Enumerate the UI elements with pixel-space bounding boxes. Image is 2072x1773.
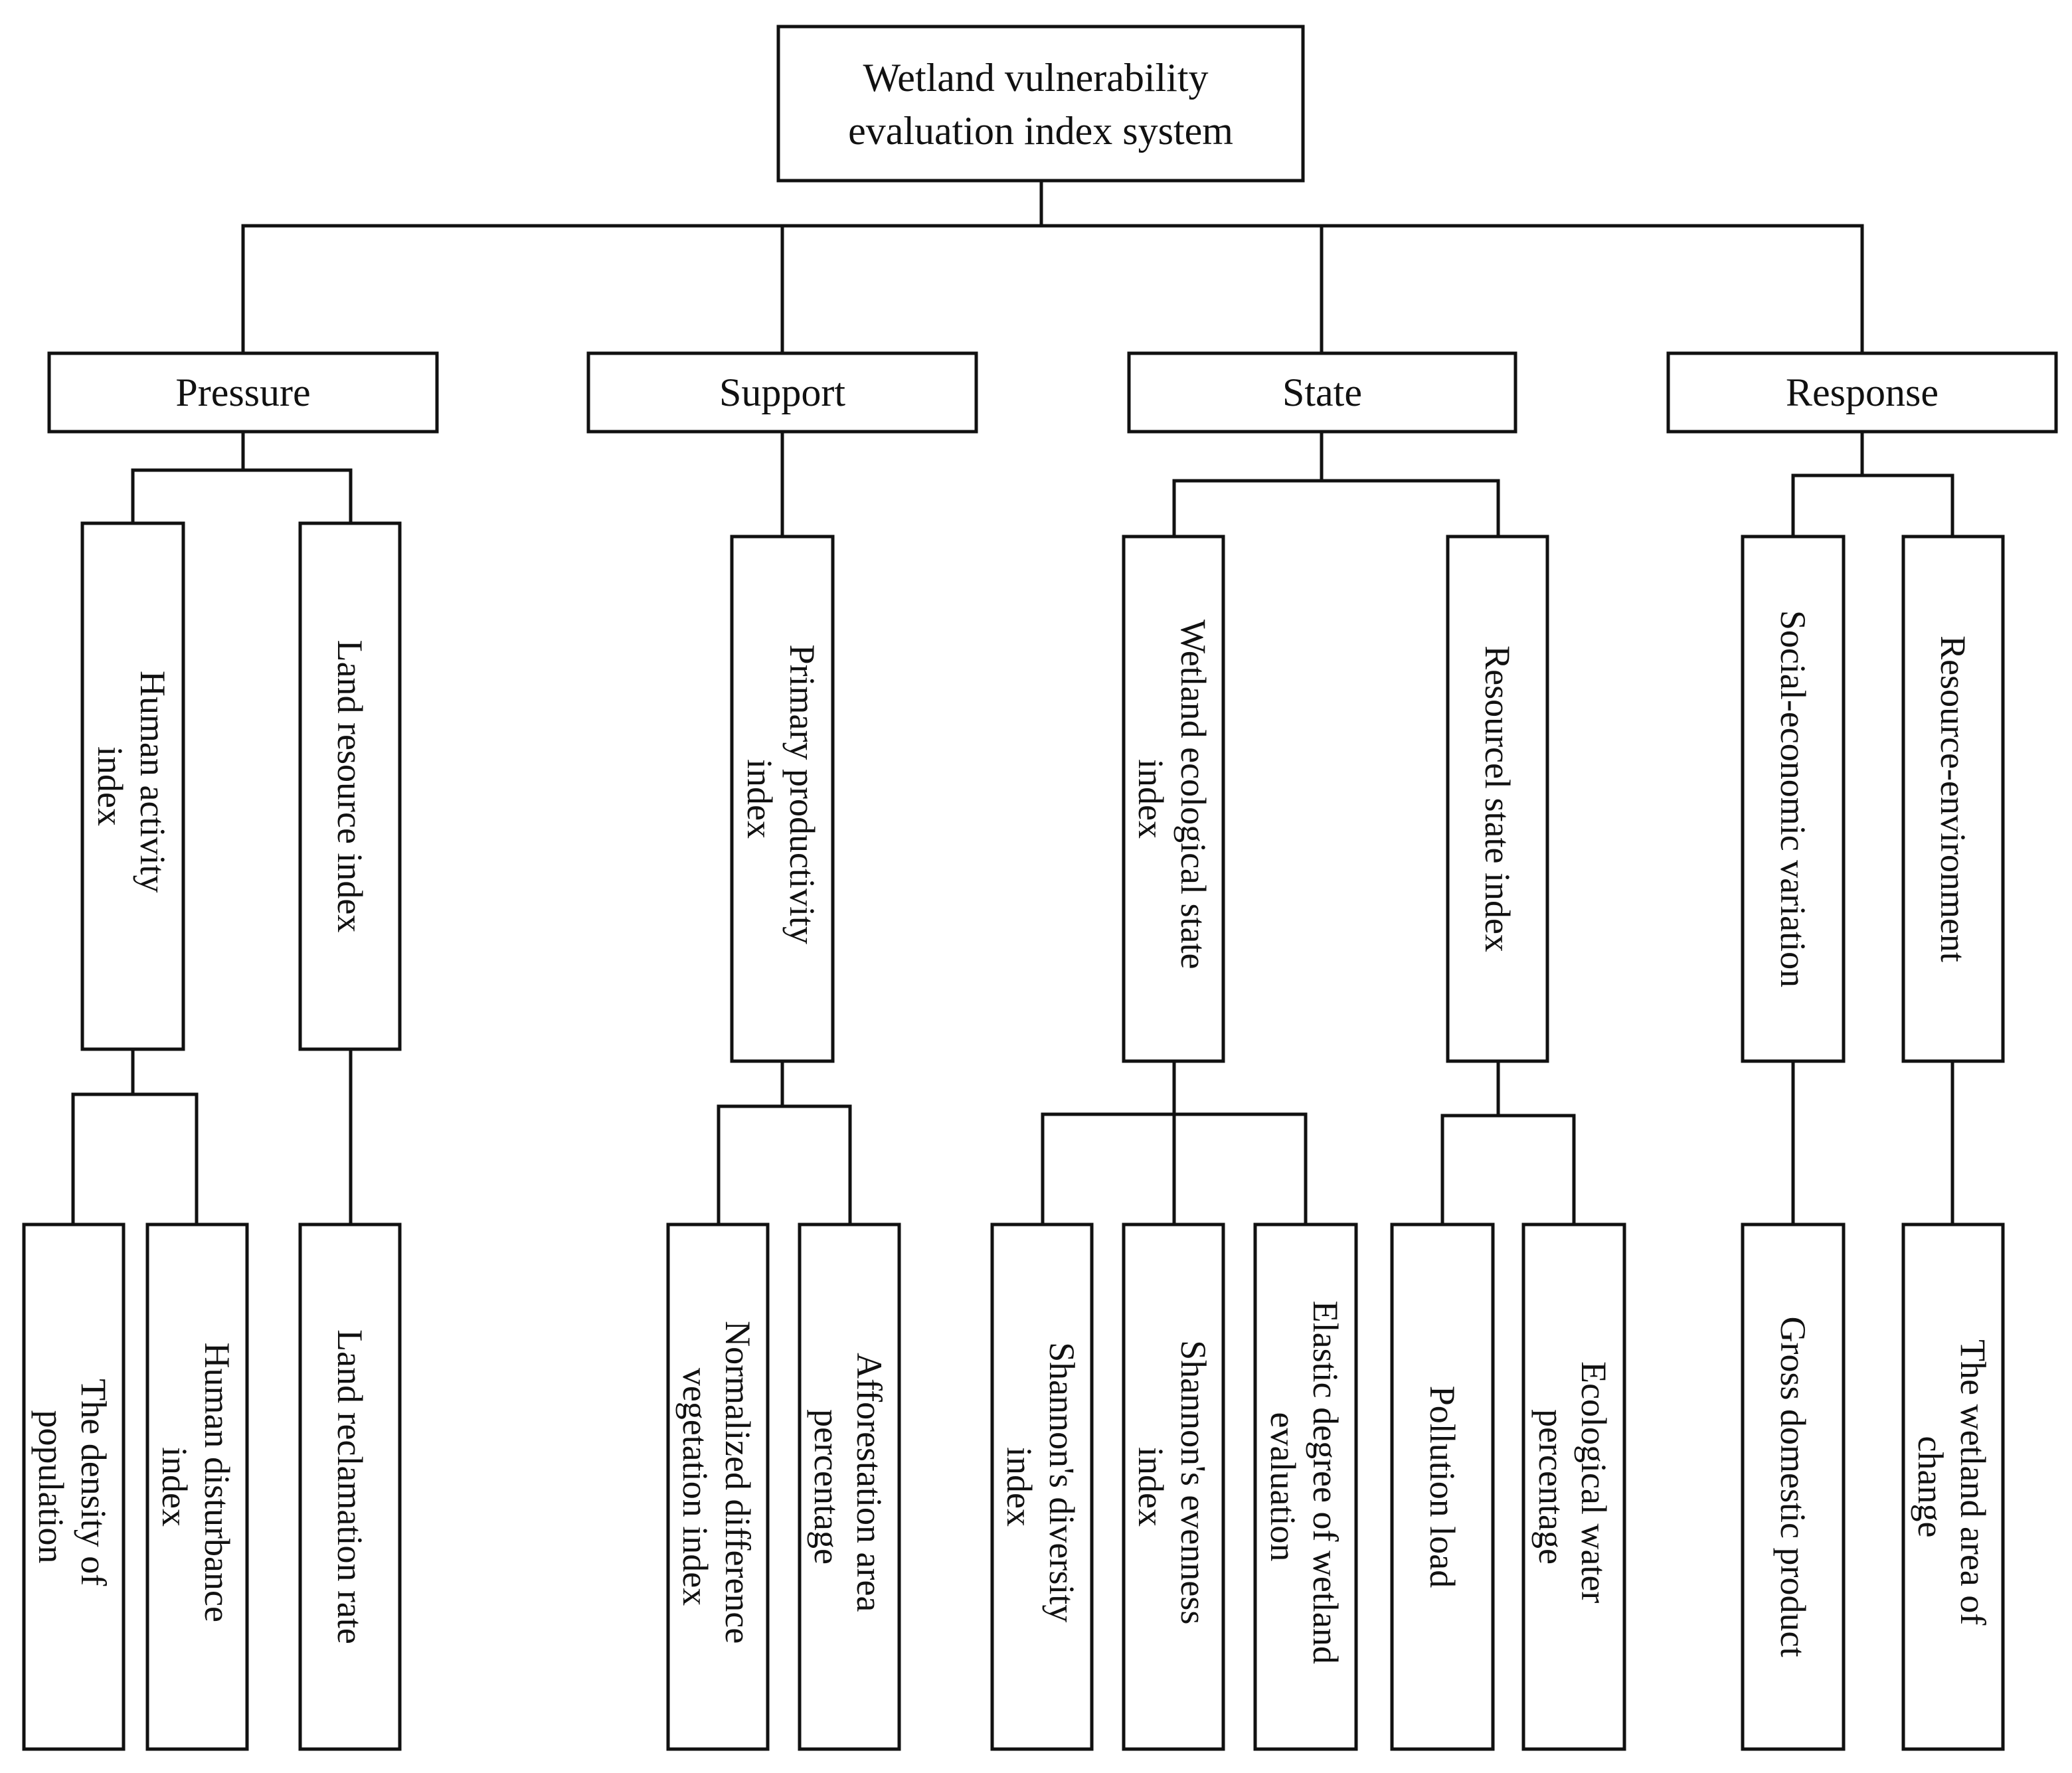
category-response-label: Response (1786, 371, 1939, 414)
indicator-ecological-water-line-1: Ecological water (1574, 1361, 1614, 1603)
indicator-wetland-area-change-label: The wetland area of change (1911, 1339, 1993, 1634)
index-resource-environment-line-1: Resource-environment (1933, 635, 1973, 962)
index-primary-productivity-line-2: index (740, 759, 780, 839)
index-primary-productivity-line-1: Primary productivity (782, 645, 822, 944)
indicator-elastic-degree: Elastic degree of wetland evaluation (1253, 1223, 1358, 1751)
connector-wetland-ecological (1041, 1059, 1308, 1226)
indicator-land-reclamation-rate-label: Land reclamation rate (330, 1329, 370, 1644)
category-support-label: Support (719, 371, 845, 414)
indicator-shannon-evenness-line-2: index (1131, 1447, 1171, 1527)
indicator-land-reclamation-rate-line-1: Land reclamation rate (330, 1329, 370, 1644)
indicator-ecological-water-label: Ecological water percentage (1531, 1361, 1614, 1612)
indicator-afforestation-area-label: Afforestation area percentage (807, 1353, 889, 1621)
indicator-pollution-load-label: Pollution load (1423, 1386, 1462, 1588)
category-pressure-label: Pressure (175, 371, 310, 414)
index-wetland-ecological-state: Wetland ecological state index (1122, 535, 1225, 1063)
index-resourcel-state-line-1: Resourcel state index (1478, 645, 1517, 952)
index-wetland-ecological-state-line-1: Wetland ecological state (1173, 620, 1213, 969)
indicator-pollution-load-line-1: Pollution load (1423, 1386, 1462, 1588)
category-state: State (1127, 351, 1517, 434)
indicator-shannon-evenness: Shannon's evenness index (1122, 1223, 1225, 1751)
indicator-pollution-load: Pollution load (1390, 1223, 1495, 1751)
index-resourcel-state: Resourcel state index (1446, 535, 1549, 1063)
indicator-gross-domestic-product-line-1: Gross domestic product (1773, 1317, 1813, 1657)
connector-lines (71, 179, 1954, 1226)
indicator-ecological-water: Ecological water percentage (1521, 1223, 1626, 1751)
connector-pressure (131, 430, 353, 525)
connector-response (1791, 430, 1954, 539)
index-human-activity-line-1: Human activity (133, 671, 173, 892)
index-social-economic-variation-label: Social-economic variation (1773, 610, 1813, 987)
indicator-shannon-diversity-line-2: index (999, 1447, 1039, 1527)
indicator-land-reclamation-rate: Land reclamation rate (298, 1223, 402, 1751)
indicator-ecological-water-line-2: percentage (1531, 1409, 1571, 1564)
indicator-shannon-evenness-line-1: Shannon's evenness (1173, 1340, 1213, 1624)
index-primary-productivity: Primary productivity index (730, 535, 835, 1063)
root-label-line-1: Wetland vulnerability (863, 56, 1208, 100)
root-node-label: Wetland vulnerability evaluation index s… (848, 56, 1233, 153)
indicator-density-of-population-line-1: The density of (74, 1379, 114, 1586)
indicator-gross-domestic-product-label: Gross domestic product (1773, 1317, 1813, 1657)
index-human-activity-line-2: index (90, 746, 130, 826)
indicator-human-disturbance-line-2: index (155, 1447, 195, 1527)
indicator-human-disturbance-label: Human disturbance index (155, 1343, 237, 1632)
indicator-ndvi-line-2: vegetation index (675, 1368, 715, 1606)
root-label-line-2: evaluation index system (848, 109, 1233, 153)
indicator-shannon-diversity-label: Shannon's diversity index (999, 1342, 1082, 1632)
connector-resourcel-state (1440, 1059, 1576, 1226)
category-support: Support (586, 351, 978, 434)
indicator-human-disturbance-line-1: Human disturbance (197, 1343, 237, 1622)
index-human-activity-label: Human activity index (90, 671, 173, 902)
index-social-economic-variation-line-1: Social-economic variation (1773, 610, 1813, 987)
indicator-elastic-degree-line-2: evaluation (1263, 1412, 1303, 1562)
connector-primary-productivity (717, 1059, 852, 1226)
index-social-economic-variation: Social-economic variation (1741, 535, 1846, 1063)
category-response: Response (1666, 351, 2058, 434)
indicator-afforestation-area: Afforestation area percentage (798, 1223, 901, 1751)
index-resource-environment: Resource-environment (1901, 535, 2005, 1063)
indicator-density-of-population: The density of population (22, 1223, 126, 1751)
connector-state (1172, 430, 1500, 539)
index-wetland-ecological-state-line-2: index (1131, 759, 1171, 839)
indicator-ndvi: Normalized difference vegetation index (666, 1223, 770, 1751)
indicator-afforestation-area-line-2: percentage (807, 1409, 847, 1564)
indicator-density-of-population-line-2: population (31, 1410, 71, 1564)
indicator-ndvi-line-1: Normalized difference (718, 1321, 758, 1644)
index-land-resource: Land resource index (298, 521, 402, 1051)
indicator-gross-domestic-product: Gross domestic product (1741, 1223, 1846, 1751)
index-primary-productivity-label: Primary productivity index (740, 645, 822, 954)
indicator-wetland-area-change: The wetland area of change (1901, 1223, 2005, 1751)
indicator-ndvi-label: Normalized difference vegetation index (675, 1321, 758, 1653)
index-resourcel-state-label: Resourcel state index (1478, 645, 1517, 952)
indicator-elastic-degree-line-1: Elastic degree of wetland (1306, 1301, 1345, 1664)
indicator-shannon-evenness-label: Shannon's evenness index (1131, 1340, 1213, 1634)
indicator-shannon-diversity: Shannon's diversity index (990, 1223, 1094, 1751)
index-wetland-ecological-state-label: Wetland ecological state index (1131, 620, 1213, 978)
indicator-elastic-degree-label: Elastic degree of wetland evaluation (1263, 1301, 1345, 1673)
root-node: Wetland vulnerability evaluation index s… (776, 25, 1305, 183)
indicator-density-of-population-label: The density of population (31, 1379, 114, 1594)
indicator-human-disturbance: Human disturbance index (145, 1223, 249, 1751)
index-resource-environment-label: Resource-environment (1933, 635, 1973, 962)
indicator-wetland-area-change-line-2: change (1911, 1436, 1950, 1538)
category-state-label: State (1282, 371, 1362, 414)
category-pressure: Pressure (47, 351, 439, 434)
connector-human-activity (71, 1047, 199, 1226)
indicator-wetland-area-change-line-1: The wetland area of (1953, 1339, 1993, 1625)
index-land-resource-line-1: Land resource index (330, 640, 370, 933)
index-human-activity: Human activity index (80, 521, 185, 1051)
connector-root-to-categories (241, 179, 1864, 355)
index-land-resource-label: Land resource index (330, 640, 370, 933)
indicator-afforestation-area-line-1: Afforestation area (849, 1353, 889, 1612)
indicator-shannon-diversity-line-1: Shannon's diversity (1042, 1342, 1082, 1622)
